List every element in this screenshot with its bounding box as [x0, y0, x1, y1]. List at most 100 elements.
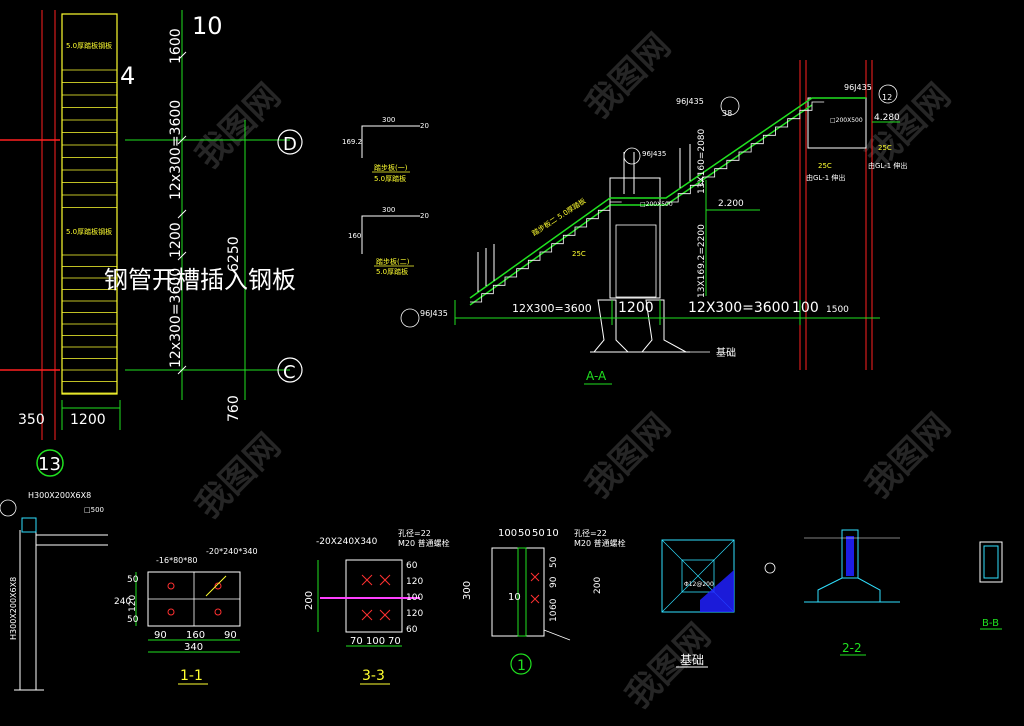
watermark: 我图网 [578, 26, 678, 126]
tread1-dim-300: 300 [382, 116, 395, 124]
d33-b70a: 70 [350, 636, 363, 647]
d1-bolt2: M20 普通螺栓 [574, 538, 626, 548]
dim-12x300-a: 12X300=3600 [512, 302, 592, 315]
d11-title: 1-1 [180, 668, 203, 684]
tread2-dim-20: 20 [420, 212, 429, 220]
foundation-bubble [764, 562, 776, 574]
d33-bolt2: M20 普通螺栓 [398, 538, 450, 548]
plate-label-mid: 5.0厚踏板钢板 [66, 227, 112, 236]
dim-12x300-top: 12x300=3600 [168, 100, 184, 200]
beam-label-2: □200X500 [640, 201, 673, 208]
d33-plate: -20X240X340 [316, 537, 378, 547]
dim-1600: 1600 [168, 28, 184, 64]
ref-96j435-d: 96J435 [642, 150, 666, 158]
d1-r60: 60 [549, 598, 559, 610]
tread2-title: 踏步板(二) [376, 257, 410, 266]
tread2-dim-160: 160 [348, 232, 361, 240]
d1-left: 300 [462, 581, 473, 600]
d11-dim-50a: 50 [127, 575, 139, 585]
d1-bolt: 孔径=22 [574, 528, 607, 538]
d1-mid: 10 [508, 592, 521, 603]
watermark-layer: 我图网 我图网 我图网 我图网 我图网 我图网 我图网 [188, 26, 958, 716]
d11-dim-90b: 90 [224, 630, 237, 641]
dim-6250: 6250 [226, 236, 242, 272]
ref-96j435-c: 96J435 [420, 309, 448, 318]
fd-tag: Φ12@200 [684, 581, 714, 588]
d11-total: 340 [184, 642, 203, 653]
d33-b70b: 70 [388, 636, 401, 647]
d1-r90: 90 [549, 576, 559, 588]
col-label: H300X200X6X8 [28, 491, 91, 500]
tread1-dim-1692: 169.2 [342, 138, 362, 146]
ref-bubble-12 [878, 84, 898, 104]
d11-dim-90a: 90 [154, 630, 167, 641]
section-aa-title: A-A [586, 369, 607, 383]
detail-1-bubble [510, 653, 532, 675]
axis-bubble-13 [36, 449, 64, 477]
stair-note: 踏步板二 5.0厚踏板 [530, 196, 587, 238]
dim-1200-mid: 1200 [168, 222, 184, 258]
tread1-title: 踏步板(一) [374, 163, 408, 172]
plate-label-top: 5.0厚踏板钢板 [66, 41, 112, 50]
ref-bubble-1 [623, 147, 641, 165]
angle-25-a: 25C [572, 250, 586, 258]
axis-d-label: D [283, 134, 297, 155]
grade-left: 13X160=2080 [697, 128, 707, 194]
tread1-dim-20: 20 [420, 122, 429, 130]
ref-12: 12 [882, 93, 892, 102]
axis-c-label: C [283, 362, 296, 383]
d11-plate-a: -16*80*80 [156, 556, 197, 565]
ref-38: 38 [722, 109, 732, 118]
watermark: 我图网 [188, 76, 288, 176]
ref-96j435-a: 96J435 [676, 97, 704, 106]
d11-dim-50b: 50 [127, 615, 139, 625]
stair-steps-upper [666, 101, 825, 203]
stair-plan: 5.0厚踏板钢板 5.0厚踏板钢板 D C 13 10 4 1600 [0, 10, 303, 477]
d33-b100: 100 [366, 636, 385, 647]
d1-top-50a: 50 [518, 528, 531, 539]
d33-left: 200 [304, 591, 315, 610]
section-aa: 12X300=3600 1200 12X300=3600 100 1500 4.… [400, 60, 907, 385]
elev-4280: 4.280 [874, 113, 900, 123]
d11-dim-240: 240 [114, 597, 131, 607]
d1-top-100: 100 [498, 528, 517, 539]
tread2-dim-300: 300 [382, 206, 395, 214]
dim-1200: 1200 [618, 300, 654, 316]
d1-r50: 50 [549, 556, 559, 568]
d33-r100: 100 [406, 593, 423, 603]
axis-bubble-c [277, 357, 303, 383]
axis-13-label: 13 [38, 454, 61, 475]
dim-12x300-b: 12X300=3600 [688, 300, 790, 316]
foundation-label: 基础 [716, 346, 736, 359]
ref-96j435-b: 96J435 [844, 83, 872, 92]
dim-760: 760 [226, 395, 242, 422]
d33-bolt: 孔径=22 [398, 528, 431, 538]
elev-2200: 2.200 [718, 199, 744, 209]
s22-title: 2-2 [842, 641, 862, 655]
d33-r60b: 60 [406, 625, 418, 635]
tread1-sub: 5.0厚踏板 [374, 174, 406, 183]
plan-label-4: 4 [120, 62, 135, 90]
d33-r120b: 120 [406, 609, 423, 619]
d11-plate-b: -20*240*340 [206, 547, 258, 556]
d1-title: 1 [517, 658, 526, 674]
d1-r10: 10 [549, 610, 559, 622]
axis-bubble-d [277, 129, 303, 155]
dim-350: 350 [18, 412, 45, 428]
ref-bubble [400, 308, 420, 328]
col-label-vertical: H300X200X6X8 [9, 577, 18, 640]
d11-dim-160: 160 [186, 630, 205, 641]
watermark: 我图网 [188, 426, 288, 526]
dim-1200-bottom: 1200 [70, 412, 106, 428]
angle-25-c: 25C [878, 144, 892, 152]
d1-top-50b: 50 [532, 528, 545, 539]
ref-bubble-38 [720, 96, 740, 116]
d11-dim-120: 120 [128, 595, 138, 612]
fd-title: 基础 [680, 653, 704, 667]
plan-label-10: 10 [192, 12, 223, 40]
d33-r60a: 60 [406, 561, 418, 571]
note-gl1: 由GL-1 伸出 [806, 173, 845, 182]
beam-label: □200X500 [830, 117, 863, 124]
watermark: 我图网 [858, 406, 958, 506]
